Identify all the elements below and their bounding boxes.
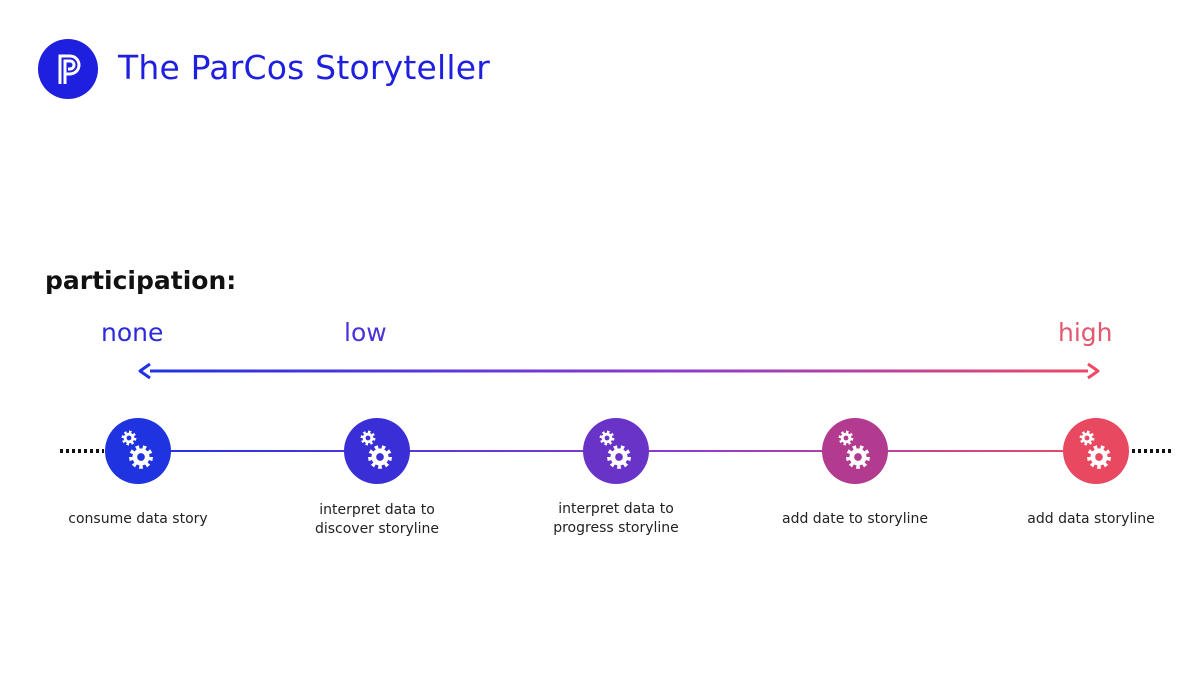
level-label-low: low: [344, 318, 387, 347]
step-label-1: consume data story: [68, 511, 208, 527]
step-node-3: [583, 418, 649, 484]
participation-arrow: [138, 362, 1100, 380]
gears-icon: [838, 430, 870, 469]
step-label-5: add data storyline: [1027, 511, 1155, 527]
gears-icon: [1079, 430, 1111, 469]
step-node-1: [105, 418, 171, 484]
step-label-3: interpret data to progress storyline: [553, 501, 679, 536]
step-label-4: add date to storyline: [782, 511, 928, 527]
participation-heading: participation:: [45, 266, 237, 295]
parcos-p-logo-icon: [58, 54, 81, 84]
page-title: The ParCos Storyteller: [118, 48, 491, 87]
level-label-high: high: [1058, 318, 1113, 347]
level-label-none: none: [101, 318, 164, 347]
parcos-logo: [38, 39, 98, 99]
step-node-5: [1063, 418, 1129, 484]
gears-icon: [360, 430, 392, 469]
step-node-4: [822, 418, 888, 484]
step-label-2: interpret data to discover storyline: [314, 502, 440, 537]
step-node-2: [344, 418, 410, 484]
gears-icon: [121, 430, 153, 469]
gears-icon: [599, 430, 631, 469]
